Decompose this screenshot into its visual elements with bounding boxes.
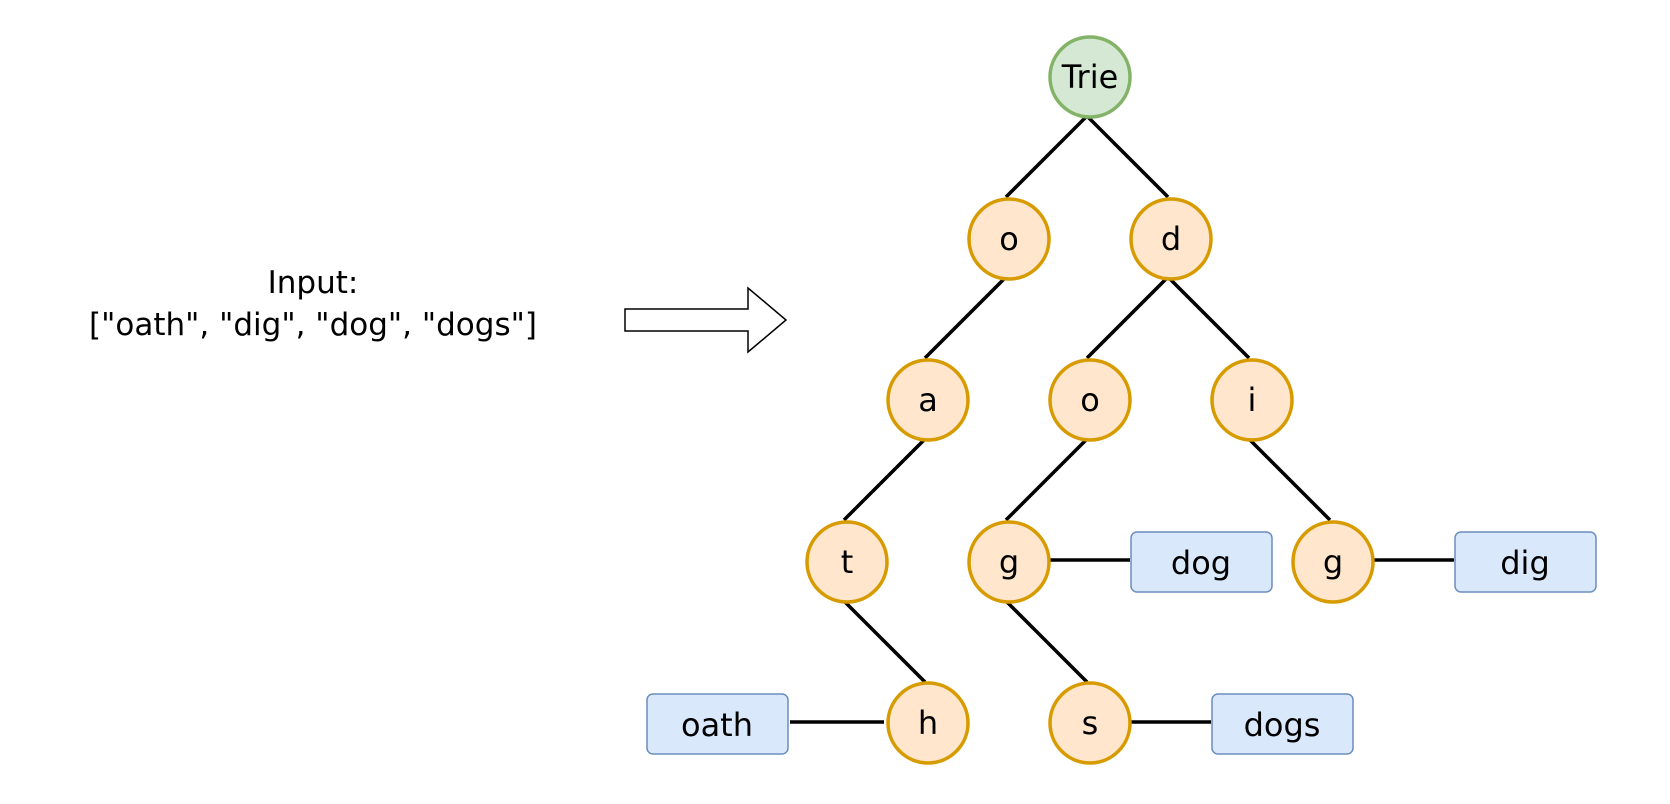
node-o1-label: o [999,220,1019,258]
edge-d-i [1166,275,1251,360]
node-o2-circle [1048,358,1132,442]
node-g2: g [1291,520,1375,604]
root-circle [1048,35,1132,119]
word-box-oath-rect [646,693,789,755]
node-s: s [1048,681,1132,765]
word-box-dog-label: dog [1171,544,1231,582]
node-o2-label: o [1080,381,1100,419]
node-o1-circle [967,197,1051,281]
node-d-label: d [1161,220,1181,258]
edge-g-s [1004,599,1089,684]
edges [790,114,1454,724]
word-box-dig: dig [1454,531,1597,593]
node-i-circle [1210,358,1294,442]
node-g2-label: g [1323,543,1343,581]
edge-root-d [1085,114,1170,199]
node-t: t [805,520,889,604]
word-box-dog-rect [1130,531,1273,593]
edge-o-a [923,275,1008,360]
node-o2: o [1048,358,1132,442]
node-t-circle [805,520,889,604]
input-words: ["oath", "dig", "dog", "dogs"] [89,307,537,343]
node-t-label: t [841,543,854,581]
node-i: i [1210,358,1294,442]
node-i-label: i [1248,381,1257,419]
edge-a-t [842,437,927,522]
node-a: a [886,358,970,442]
node-h: h [886,681,970,765]
node-g1-label: g [999,543,1019,581]
right-arrow-icon [624,286,788,354]
word-box-dogs-label: dogs [1244,706,1321,744]
node-a-circle [886,358,970,442]
word-box-oath-label: oath [681,706,753,744]
word-box-dig-label: dig [1500,544,1550,582]
edge-t-h [842,599,927,684]
root-label: Trie [1061,58,1119,96]
edge-d-o [1085,275,1170,360]
node-h-circle [886,681,970,765]
input-heading: Input: [268,265,359,301]
word-box-oath: oath [646,693,789,755]
word-box-dig-rect [1454,531,1597,593]
trie-root-node: Trie [1048,35,1132,119]
word-box-dogs: dogs [1211,693,1354,755]
node-d-circle [1129,197,1213,281]
node-g1: g [967,520,1051,604]
node-s-circle [1048,681,1132,765]
edge-o-g [1004,437,1089,522]
node-h-label: h [918,704,938,742]
node-o1: o [967,197,1051,281]
node-a-label: a [918,381,938,419]
node-g1-circle [967,520,1051,604]
node-g2-circle [1291,520,1375,604]
edge-i-g [1247,437,1332,522]
node-s-label: s [1082,704,1099,742]
node-d: d [1129,197,1213,281]
word-box-dogs-rect [1211,693,1354,755]
edge-root-o [1004,114,1089,199]
word-box-dog: dog [1130,531,1273,593]
